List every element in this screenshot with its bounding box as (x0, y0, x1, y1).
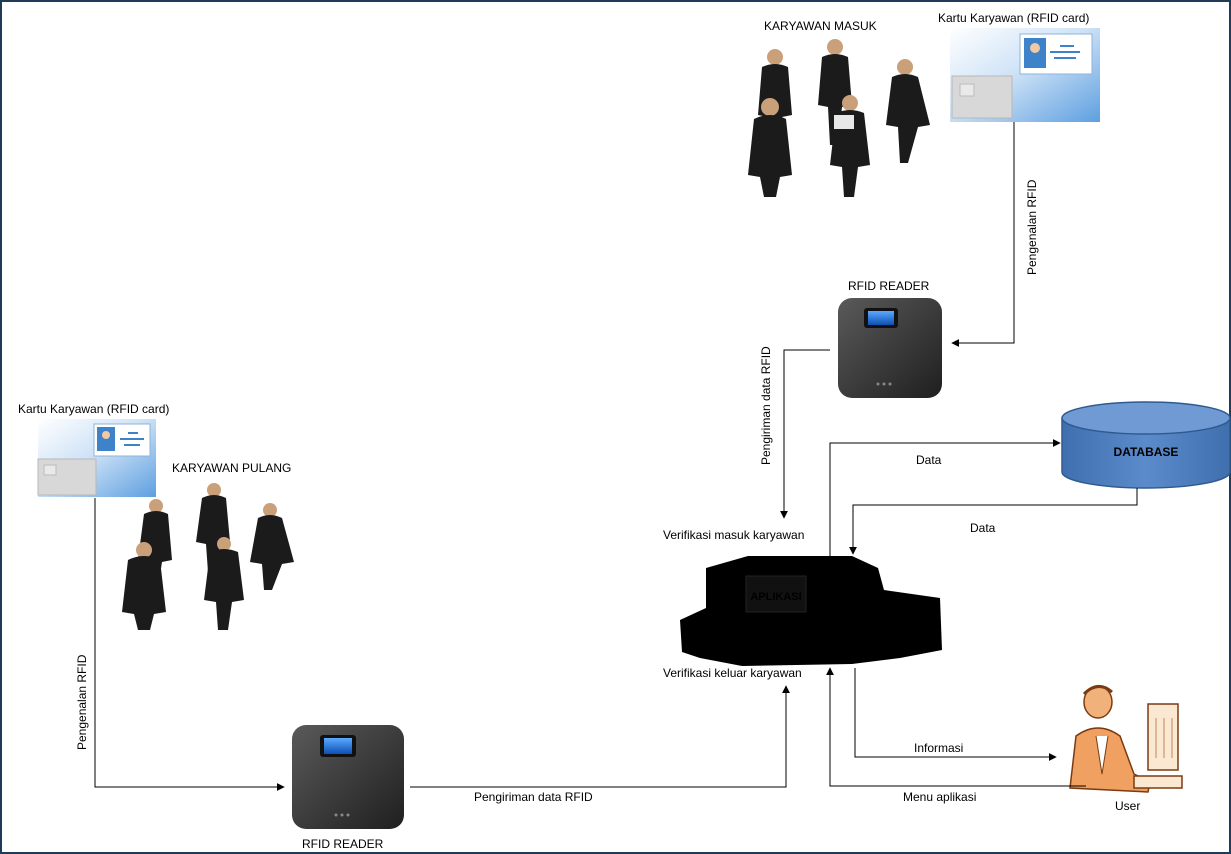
label-pengenalan-top: Pengenalan RFID (1025, 179, 1039, 275)
arrow-pengiriman-horizontal (410, 685, 790, 788)
label-database: DATABASE (1114, 445, 1179, 459)
label-user: User (1115, 799, 1140, 813)
label-rfid-reader-bottom: RFID READER (302, 837, 384, 851)
user-at-computer-icon (1069, 685, 1183, 793)
label-pengiriman-vertical: Pengiriman data RFID (759, 346, 773, 465)
card-reader-icon (838, 298, 942, 398)
arrow-data-from-db (849, 488, 1138, 555)
arrow-informasi (854, 668, 1057, 761)
label-data-to-db: Data (916, 453, 942, 467)
label-karyawan-pulang: KARYAWAN PULANG (172, 461, 291, 475)
label-pengenalan-left: Pengenalan RFID (75, 654, 89, 750)
arrow-pengenalan-top (951, 122, 1015, 347)
database-icon: DATABASE (1061, 401, 1231, 489)
computer-icon: APLIKASI (680, 556, 942, 666)
label-informasi: Informasi (914, 741, 963, 755)
label-verifikasi-keluar: Verifikasi keluar karyawan (663, 666, 802, 680)
label-kartu-top: Kartu Karyawan (RFID card) (938, 11, 1089, 25)
id-card-icon (950, 28, 1100, 122)
card-reader-icon (292, 725, 404, 829)
label-rfid-reader-top: RFID READER (848, 279, 930, 293)
label-karyawan-masuk: KARYAWAN MASUK (764, 19, 877, 33)
label-aplikasi: APLIKASI (750, 591, 801, 603)
label-pengiriman-horizontal: Pengiriman data RFID (474, 790, 593, 804)
people-group-icon (748, 39, 930, 197)
people-group-icon (122, 483, 294, 630)
label-kartu-left: Kartu Karyawan (RFID card) (18, 402, 169, 416)
label-verifikasi-masuk: Verifikasi masuk karyawan (663, 528, 804, 542)
arrow-menu-aplikasi (826, 667, 1086, 787)
label-data-from-db: Data (970, 521, 996, 535)
label-menu-aplikasi: Menu aplikasi (903, 790, 976, 804)
arrow-data-to-db (829, 439, 1061, 556)
arrow-pengiriman-vertical (780, 349, 830, 519)
arrow-pengenalan-left (94, 498, 285, 791)
id-card-icon (37, 419, 156, 497)
